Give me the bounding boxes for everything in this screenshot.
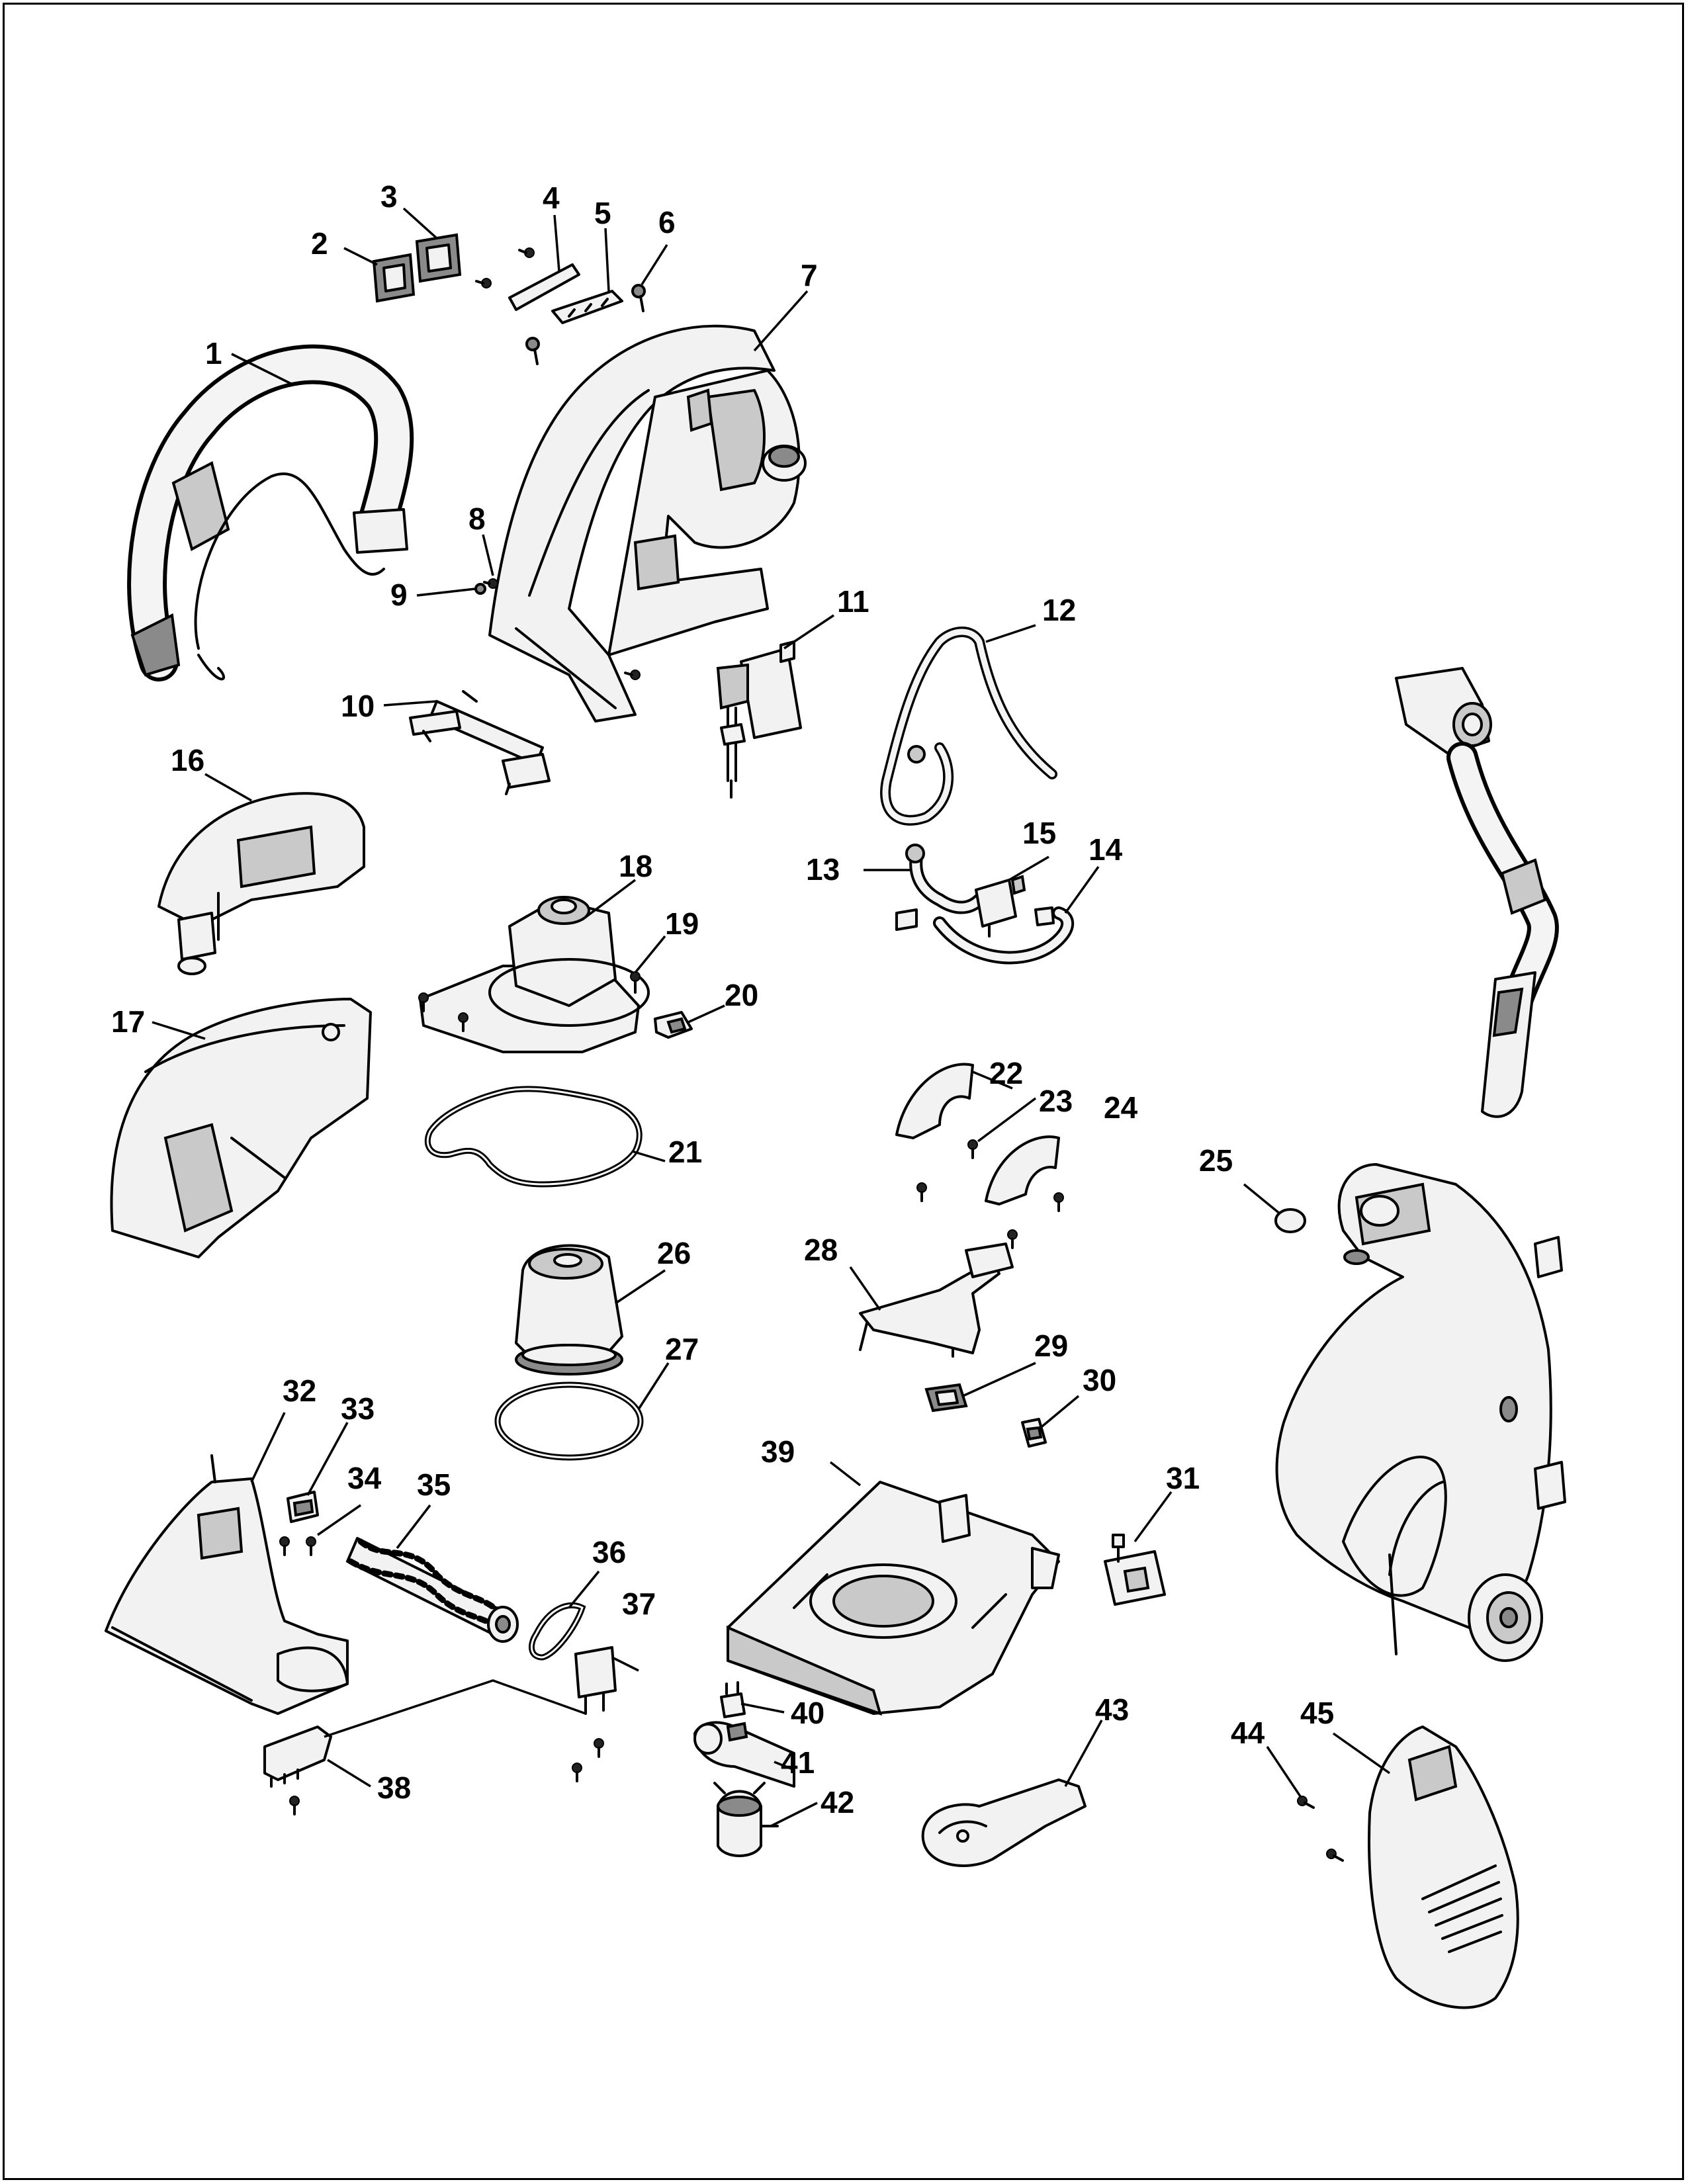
part-32-nozzle [105,1454,349,1715]
callout-5: 5 [594,196,611,230]
part-42-motor [713,1782,779,1857]
part-44-screw [1297,1796,1344,1862]
part-34-screw [306,1536,316,1556]
part-10-manifold [409,690,551,795]
callout-4: 4 [543,181,560,215]
part-8-screw [483,578,498,589]
leader-lines [152,207,1391,1827]
callout-6: 6 [658,205,676,240]
part-33-latch [279,1491,319,1556]
callout-36: 36 [592,1535,626,1569]
callout-10: 10 [341,689,375,723]
callout-45: 45 [1300,1696,1334,1730]
callout-40: 40 [791,1696,824,1730]
callout-42: 42 [821,1785,854,1819]
callout-44: 44 [1231,1716,1265,1750]
callout-2: 2 [311,226,328,261]
callout-26: 26 [657,1236,691,1270]
part-30-clip [1021,1418,1047,1448]
part-5-clip [551,290,623,324]
part-1-hose [127,344,414,681]
callout-8: 8 [468,502,486,536]
part-9-washer [474,583,486,595]
callout-38: 38 [377,1770,411,1805]
part-41-housing [693,1721,795,1788]
callout-27: 27 [665,1332,699,1366]
callout-19: 19 [665,906,699,941]
callout-20: 20 [725,978,758,1012]
part-26-motor [515,1244,623,1376]
callout-32: 32 [283,1374,316,1408]
part-11-pump [716,640,802,799]
callout-18: 18 [619,849,652,883]
callout-24: 24 [1104,1090,1138,1125]
callout-33: 33 [341,1391,375,1426]
callout-22: 22 [989,1056,1023,1090]
part-38-clip [263,1725,332,1815]
handle-assembly [1395,667,1559,1118]
part-25-plug [1274,1208,1306,1233]
part-40-block [720,1681,746,1718]
callout-13: 13 [806,852,840,887]
part-23-screw [967,1139,978,1159]
part-36-belt [529,1602,586,1661]
part-43-plate [921,1778,1087,1867]
callout-12: 12 [1042,593,1076,627]
part-35-brushroll [346,1537,519,1643]
callout-1: 1 [205,336,222,371]
part-45-cover [1368,1725,1519,2009]
upright-body [1275,1163,1566,1662]
part-39-base [727,1481,1060,1716]
part-14-hose [933,906,1075,965]
part-24-clamp [916,1135,1064,1249]
part-29-seal [924,1383,968,1413]
part-37-bracket [572,1646,617,1782]
callout-35: 35 [417,1467,451,1502]
callout-28: 28 [804,1233,838,1267]
part-22-clamp [895,1063,974,1139]
callout-7: 7 [801,258,818,292]
callout-11: 11 [837,584,869,619]
part-18-bracket [418,896,650,1053]
callout-39: 39 [761,1434,795,1469]
part-21-gasket [424,1086,643,1188]
callout-43: 43 [1095,1692,1129,1727]
part-3-seal [415,233,462,283]
part-16-cover [157,792,365,975]
callout-21: 21 [668,1135,702,1169]
part-19-screw [630,971,641,994]
callout-16: 16 [171,743,204,777]
callout-34: 34 [347,1461,382,1495]
callout-31: 31 [1166,1461,1200,1495]
callout-9: 9 [390,578,408,612]
callout-41: 41 [781,1745,815,1780]
part-17-cover [110,998,372,1258]
part-7-housing [488,324,807,722]
part-31-switch [1104,1534,1166,1606]
part-6-spring [525,284,646,365]
part-28-bracket [859,1243,1014,1358]
callout-37: 37 [622,1587,656,1621]
part-27-oring [494,1381,644,1461]
callout-3: 3 [380,179,398,214]
callout-25: 25 [1199,1143,1233,1178]
callout-23: 23 [1039,1084,1073,1118]
part-13-hose [895,844,986,931]
part-4-latch [475,247,580,311]
callout-17: 17 [111,1004,145,1039]
part-15-valve [975,875,1026,938]
callout-14: 14 [1088,832,1123,867]
callout-labels: 1 2 3 4 5 6 7 8 9 10 11 12 13 14 15 16 1… [111,179,1334,1819]
part-2-seal [372,253,416,303]
callout-29: 29 [1034,1329,1068,1363]
callout-30: 30 [1083,1363,1116,1397]
part-20-bracket [654,1011,693,1039]
callout-15: 15 [1022,816,1056,850]
part-12-tube [880,627,1057,826]
